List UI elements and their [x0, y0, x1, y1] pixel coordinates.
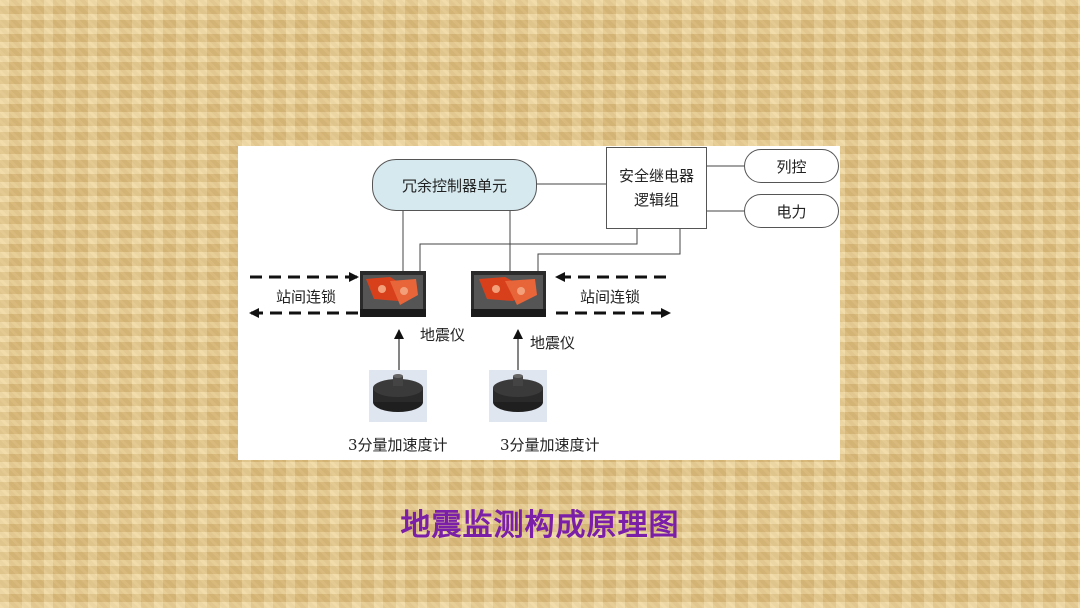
output-train-control: 列控	[744, 149, 839, 183]
diagram-lines	[249, 165, 744, 422]
diagram-panel: 冗余控制器单元 安全继电器逻辑组 列控 电力 站间连锁 站间连锁 地震仪 地震仪…	[238, 146, 840, 460]
seismometer-1	[360, 271, 426, 317]
controller-unit: 冗余控制器单元	[372, 159, 537, 211]
output-power: 电力	[744, 194, 839, 228]
interlock-arrows	[249, 272, 671, 318]
accelerometer-label-2: 3分量加速度计	[500, 436, 600, 454]
seismometer-label-1: 地震仪	[420, 326, 466, 344]
sensor-arrows	[394, 329, 523, 371]
interlock-label-left: 站间连锁	[276, 288, 337, 306]
seismometer-2	[471, 271, 546, 317]
accelerometer-1	[369, 370, 427, 422]
connector-lines	[402, 165, 744, 274]
interlock-label-right: 站间连锁	[580, 288, 641, 306]
accelerometer-2	[489, 370, 547, 422]
page-title: 地震监测构成原理图	[400, 508, 680, 543]
safety-relay-logic-group: 安全继电器逻辑组	[606, 147, 707, 229]
seismometer-label-2: 地震仪	[530, 334, 576, 352]
accelerometer-label-1: 3分量加速度计	[348, 436, 448, 454]
